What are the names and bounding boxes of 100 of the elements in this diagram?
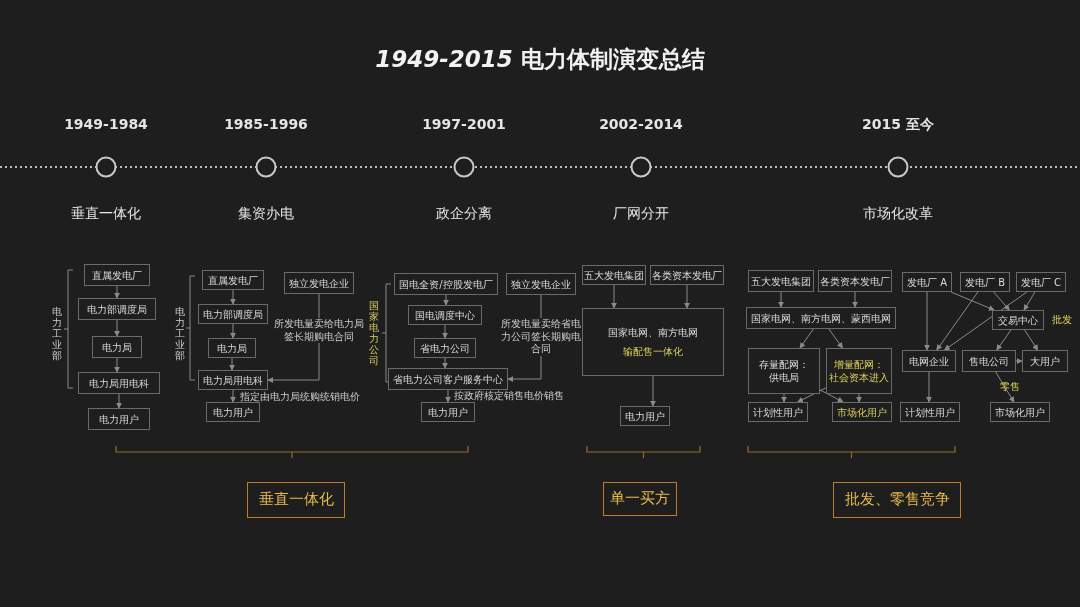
phase-label: 市场化改革 [862, 205, 934, 223]
phase-label: 集资办电 [237, 205, 295, 223]
arrow [114, 357, 120, 373]
period-label: 2002-2014 [598, 116, 684, 132]
summary-box [603, 482, 677, 516]
box-label: 计划性用户 [905, 405, 955, 419]
summary-box [247, 482, 345, 518]
box-label: 各类资本发电厂 [820, 274, 890, 288]
box-label: 增量配网： [834, 358, 884, 371]
process-box [620, 406, 670, 426]
process-box [92, 336, 142, 358]
process-box [78, 372, 160, 394]
arrow [797, 387, 827, 403]
process-box [208, 338, 256, 358]
process-box [198, 304, 268, 324]
box-label: 五大发电集团 [584, 268, 644, 282]
box-label: 发电厂 A [907, 275, 947, 289]
process-box [902, 350, 956, 372]
box-label: 电力局用电科 [89, 376, 149, 390]
side-label: 国家电力公司 [369, 300, 379, 366]
arrow [778, 291, 784, 308]
process-box [826, 348, 892, 394]
arrow [230, 289, 236, 305]
edge-label: 所发电量卖给电力局签长期购电合同 [274, 318, 364, 343]
process-box [962, 350, 1016, 372]
process-box [84, 264, 150, 286]
box-label: 电网企业 [909, 354, 949, 368]
arrow [950, 291, 995, 311]
box-label: 单一买方 [610, 489, 670, 509]
arrow [230, 323, 236, 339]
arrow [993, 291, 1010, 311]
arrow [781, 393, 787, 403]
process-box [408, 305, 482, 325]
period-label: 1985-1996 [223, 116, 309, 132]
arrow [442, 357, 448, 369]
arrow [926, 371, 932, 403]
process-box [748, 348, 820, 394]
box-label: 国电调度中心 [415, 308, 475, 322]
note: 批发 [1052, 313, 1072, 327]
process-box [421, 402, 475, 422]
process-box [900, 402, 960, 422]
box-label: 售电公司 [969, 354, 1009, 368]
process-box [388, 368, 508, 390]
arrow [229, 357, 235, 371]
box-label: 交易中心 [998, 313, 1038, 327]
box-label: 国电全资/控股发电厂 [399, 277, 493, 291]
arrow [114, 285, 120, 299]
box-label: 直属发电厂 [92, 268, 142, 282]
arrow [944, 291, 1028, 351]
box-label: 批发、零售竞争 [844, 490, 950, 510]
arrow [819, 389, 844, 403]
phase-label: 政企分离 [435, 205, 493, 223]
arrow [230, 389, 236, 403]
process-box [746, 307, 896, 329]
box-label: 国家电网、南方电网、蒙西电网 [751, 311, 891, 325]
process-box [990, 402, 1050, 422]
process-box [202, 270, 264, 290]
box-label: 发电厂 B [964, 275, 1005, 289]
arrow [856, 393, 862, 403]
arrow [852, 291, 858, 308]
period-label: 1997-2001 [421, 116, 507, 132]
arrow [684, 284, 690, 309]
box-label: 垂直一体化 [258, 490, 334, 510]
box-label: 国家电网、南方电网 [608, 326, 698, 339]
process-box [414, 338, 476, 358]
box-label: 独立发电企业 [289, 276, 349, 290]
box-label: 电力用户 [428, 405, 468, 419]
box-label: 电力用户 [213, 405, 253, 419]
arrow [114, 319, 120, 337]
side-label: 电力工业部 [175, 306, 185, 361]
box-label: 省电力公司 [420, 341, 470, 355]
box-label: 计划性用户 [753, 405, 803, 419]
box-label: 存量配网： [759, 358, 809, 371]
box-label: 市场化用户 [995, 405, 1045, 419]
arrow [445, 389, 451, 403]
arrow [443, 294, 449, 306]
edge-label: 所发电量卖给省电力公司签长期购电合同 [500, 318, 582, 356]
edge-label: 指定由电力局统购统销电价 [240, 391, 361, 404]
box-label: 电力局 [102, 340, 132, 354]
arrow [1015, 358, 1023, 364]
box-label: 电力局 [217, 341, 247, 355]
arrow [924, 291, 930, 351]
box-label: 各类资本发电厂 [652, 268, 722, 282]
phase-label: 垂直一体化 [70, 205, 142, 223]
process-box [832, 402, 892, 422]
box-label: 电力局用电科 [203, 373, 263, 387]
box-label: 五大发电集团 [751, 274, 811, 288]
summary-box [833, 482, 961, 518]
process-box [992, 310, 1044, 330]
process-box [748, 402, 808, 422]
arrow [442, 324, 448, 339]
box-label: 电力部调度局 [203, 307, 263, 321]
arrow [611, 284, 617, 309]
process-box [198, 370, 268, 390]
arrow [799, 328, 814, 349]
box-label: 发电厂 C [1020, 275, 1062, 289]
side-label: 电力工业部 [52, 306, 62, 361]
process-box [88, 408, 150, 430]
process-box [206, 402, 260, 422]
box-label: 电力部调度局 [87, 302, 147, 316]
